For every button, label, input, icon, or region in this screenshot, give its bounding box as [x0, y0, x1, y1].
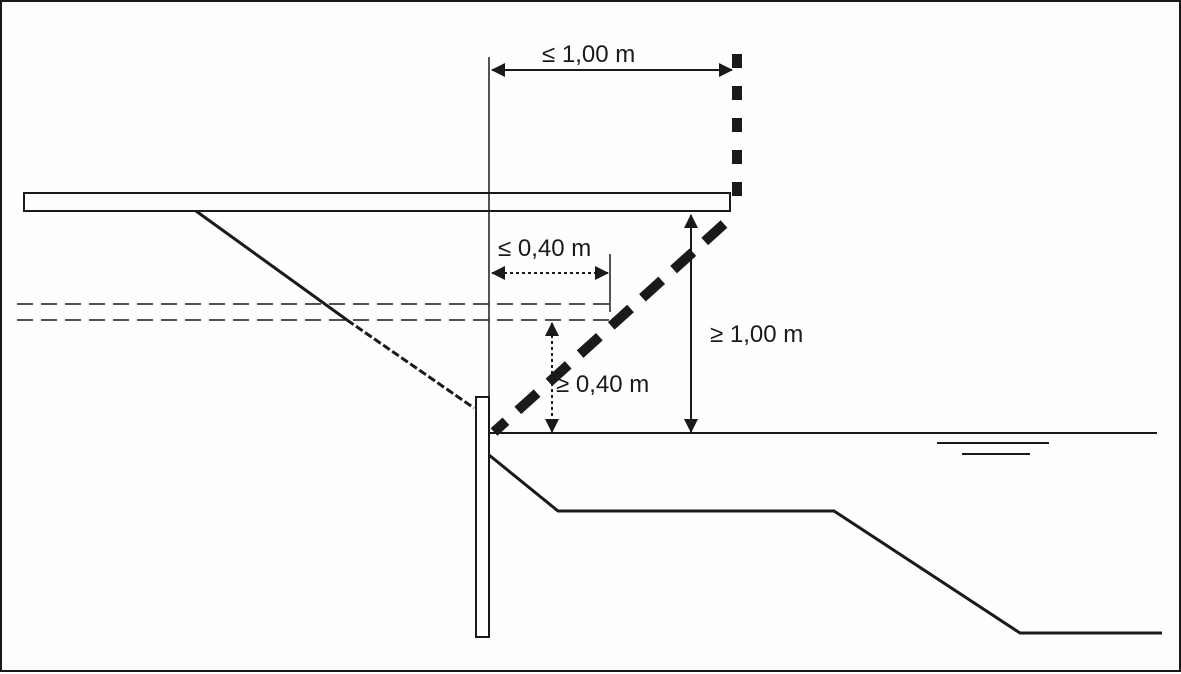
pile-wall — [475, 396, 490, 638]
deck-slab — [23, 192, 731, 212]
inner-width-label: ≤ 0,40 m — [498, 235, 591, 262]
diagonal-brace-lower — [346, 318, 475, 410]
top-width-label: ≤ 1,00 m — [542, 41, 635, 68]
inner-height-label: ≥ 0,40 m — [556, 371, 649, 398]
right-height-label: ≥ 1,00 m — [710, 321, 803, 348]
diagonal-brace — [195, 209, 348, 322]
riverbed-profile — [488, 453, 1162, 635]
